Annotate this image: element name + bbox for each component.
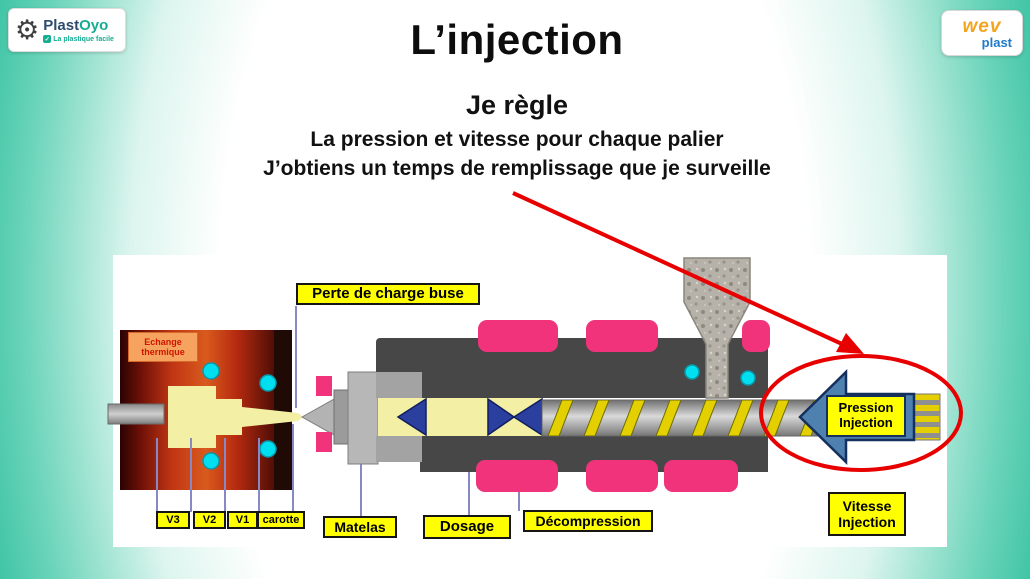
annotation-arrow-line [512, 191, 843, 346]
plastoyo-logo: ⚙ PlastOyo ✓ La plastique facile [8, 8, 126, 52]
screw-tip [396, 397, 427, 437]
cooling-channel-icon [259, 374, 277, 392]
wevplast-logo-bottom: plast [981, 35, 1012, 50]
tagline-text: La plastique facile [53, 35, 114, 43]
heater-bands [476, 320, 770, 492]
label-v3: V3 [156, 511, 190, 529]
logo-name-part2: Oyo [79, 17, 109, 34]
page-title: L’injection [410, 16, 624, 63]
plastoyo-tagline: ✓ La plastique facile [43, 35, 114, 43]
highlight-ellipse [759, 354, 963, 472]
body-line-1: La pression et vitesse pour chaque palie… [310, 128, 724, 151]
plastoyo-logo-name: PlastOyo [43, 17, 114, 35]
logo-name-part1: Plast [43, 17, 80, 34]
label-v1: V1 [227, 511, 258, 529]
wevplast-logo-top: wev [962, 16, 1002, 37]
cooling-channel-icon [202, 452, 220, 470]
coolant-port-icon [684, 364, 700, 380]
annotation-arrow-head [836, 333, 864, 354]
label-pression-injection: Pression Injection [826, 395, 906, 437]
red-annotation [512, 191, 963, 472]
cooling-channel-icon [202, 362, 220, 380]
nozzle [300, 371, 379, 465]
gear-icon: ⚙ [15, 14, 40, 45]
subtitle: Je règle [465, 90, 569, 120]
label-matelas: Matelas [323, 516, 397, 538]
barrel [376, 338, 768, 472]
check-valve [487, 397, 516, 437]
label-echange-thermique: Echange thermique [128, 332, 198, 362]
label-decompression: Décompression [523, 510, 653, 532]
body-line-2: J’obtiens un temps de remplissage que je… [263, 157, 771, 180]
label-perte-de-charge-buse: Perte de charge buse [296, 283, 480, 305]
check-icon: ✓ [43, 35, 52, 43]
label-carotte: carotte [257, 511, 305, 529]
coolant-port-icon [740, 370, 756, 386]
label-v2: V2 [193, 511, 226, 529]
cooling-channel-icon [259, 440, 277, 458]
label-vitesse-injection: Vitesse Injection [828, 492, 906, 536]
melt-chamber [378, 397, 543, 437]
ejector-rod [107, 403, 165, 425]
wevplast-logo: wev plast [941, 10, 1023, 56]
label-dosage: Dosage [423, 515, 511, 539]
